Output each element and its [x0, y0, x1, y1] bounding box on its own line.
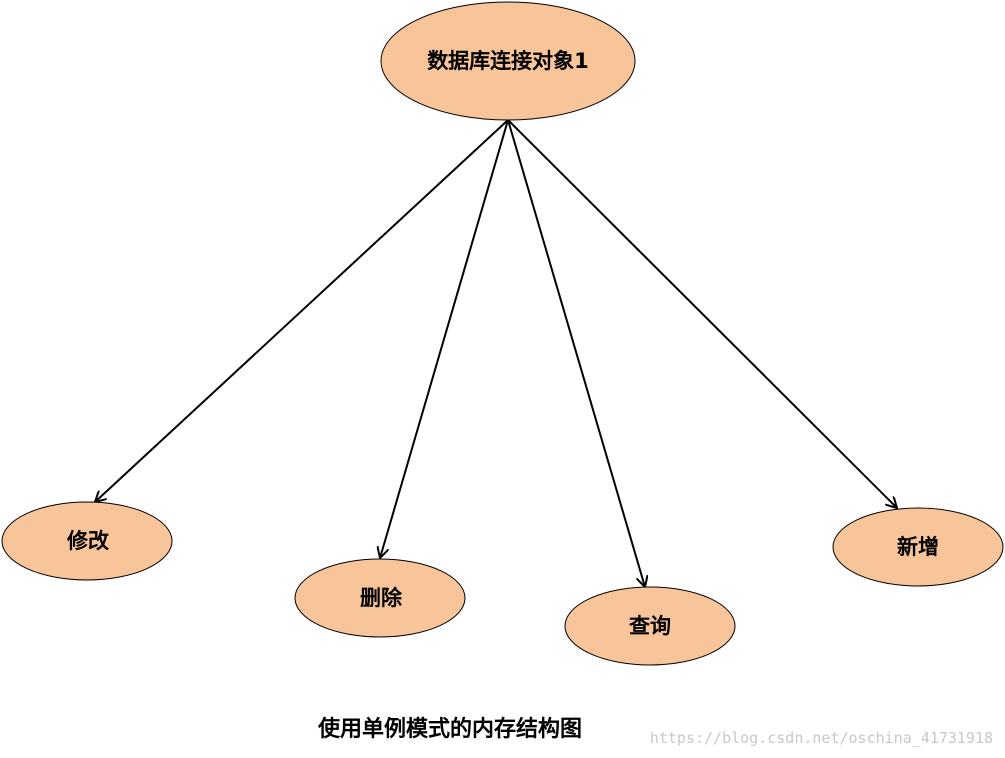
node-delete-shape — [294, 558, 466, 638]
node-modify: 修改 — [1, 501, 173, 581]
node-db-connection-shape — [380, 1, 636, 121]
edge-db-query — [507, 119, 645, 587]
node-delete-label: 删除 — [360, 586, 403, 610]
node-query-label: 查询 — [629, 614, 671, 638]
node-db-connection-label: 数据库连接对象1 — [427, 49, 589, 73]
watermark-text: https://blog.csdn.net/oschina_41731918 — [650, 729, 993, 747]
node-query-shape — [564, 586, 736, 666]
node-delete: 删除 — [294, 558, 466, 638]
diagram-caption: 使用单例模式的内存结构图 — [317, 716, 582, 742]
node-db-connection: 数据库连接对象1 — [380, 1, 636, 121]
node-add-label: 新增 — [897, 535, 939, 559]
edge-db-modify — [95, 119, 509, 502]
node-query: 查询 — [564, 586, 736, 666]
edge-db-delete — [380, 119, 509, 558]
node-modify-label: 修改 — [66, 529, 110, 553]
edges — [95, 119, 897, 587]
node-add: 新增 — [832, 507, 1004, 587]
node-modify-shape — [1, 501, 173, 581]
edge-db-add — [507, 119, 897, 508]
node-add-shape — [832, 507, 1004, 587]
